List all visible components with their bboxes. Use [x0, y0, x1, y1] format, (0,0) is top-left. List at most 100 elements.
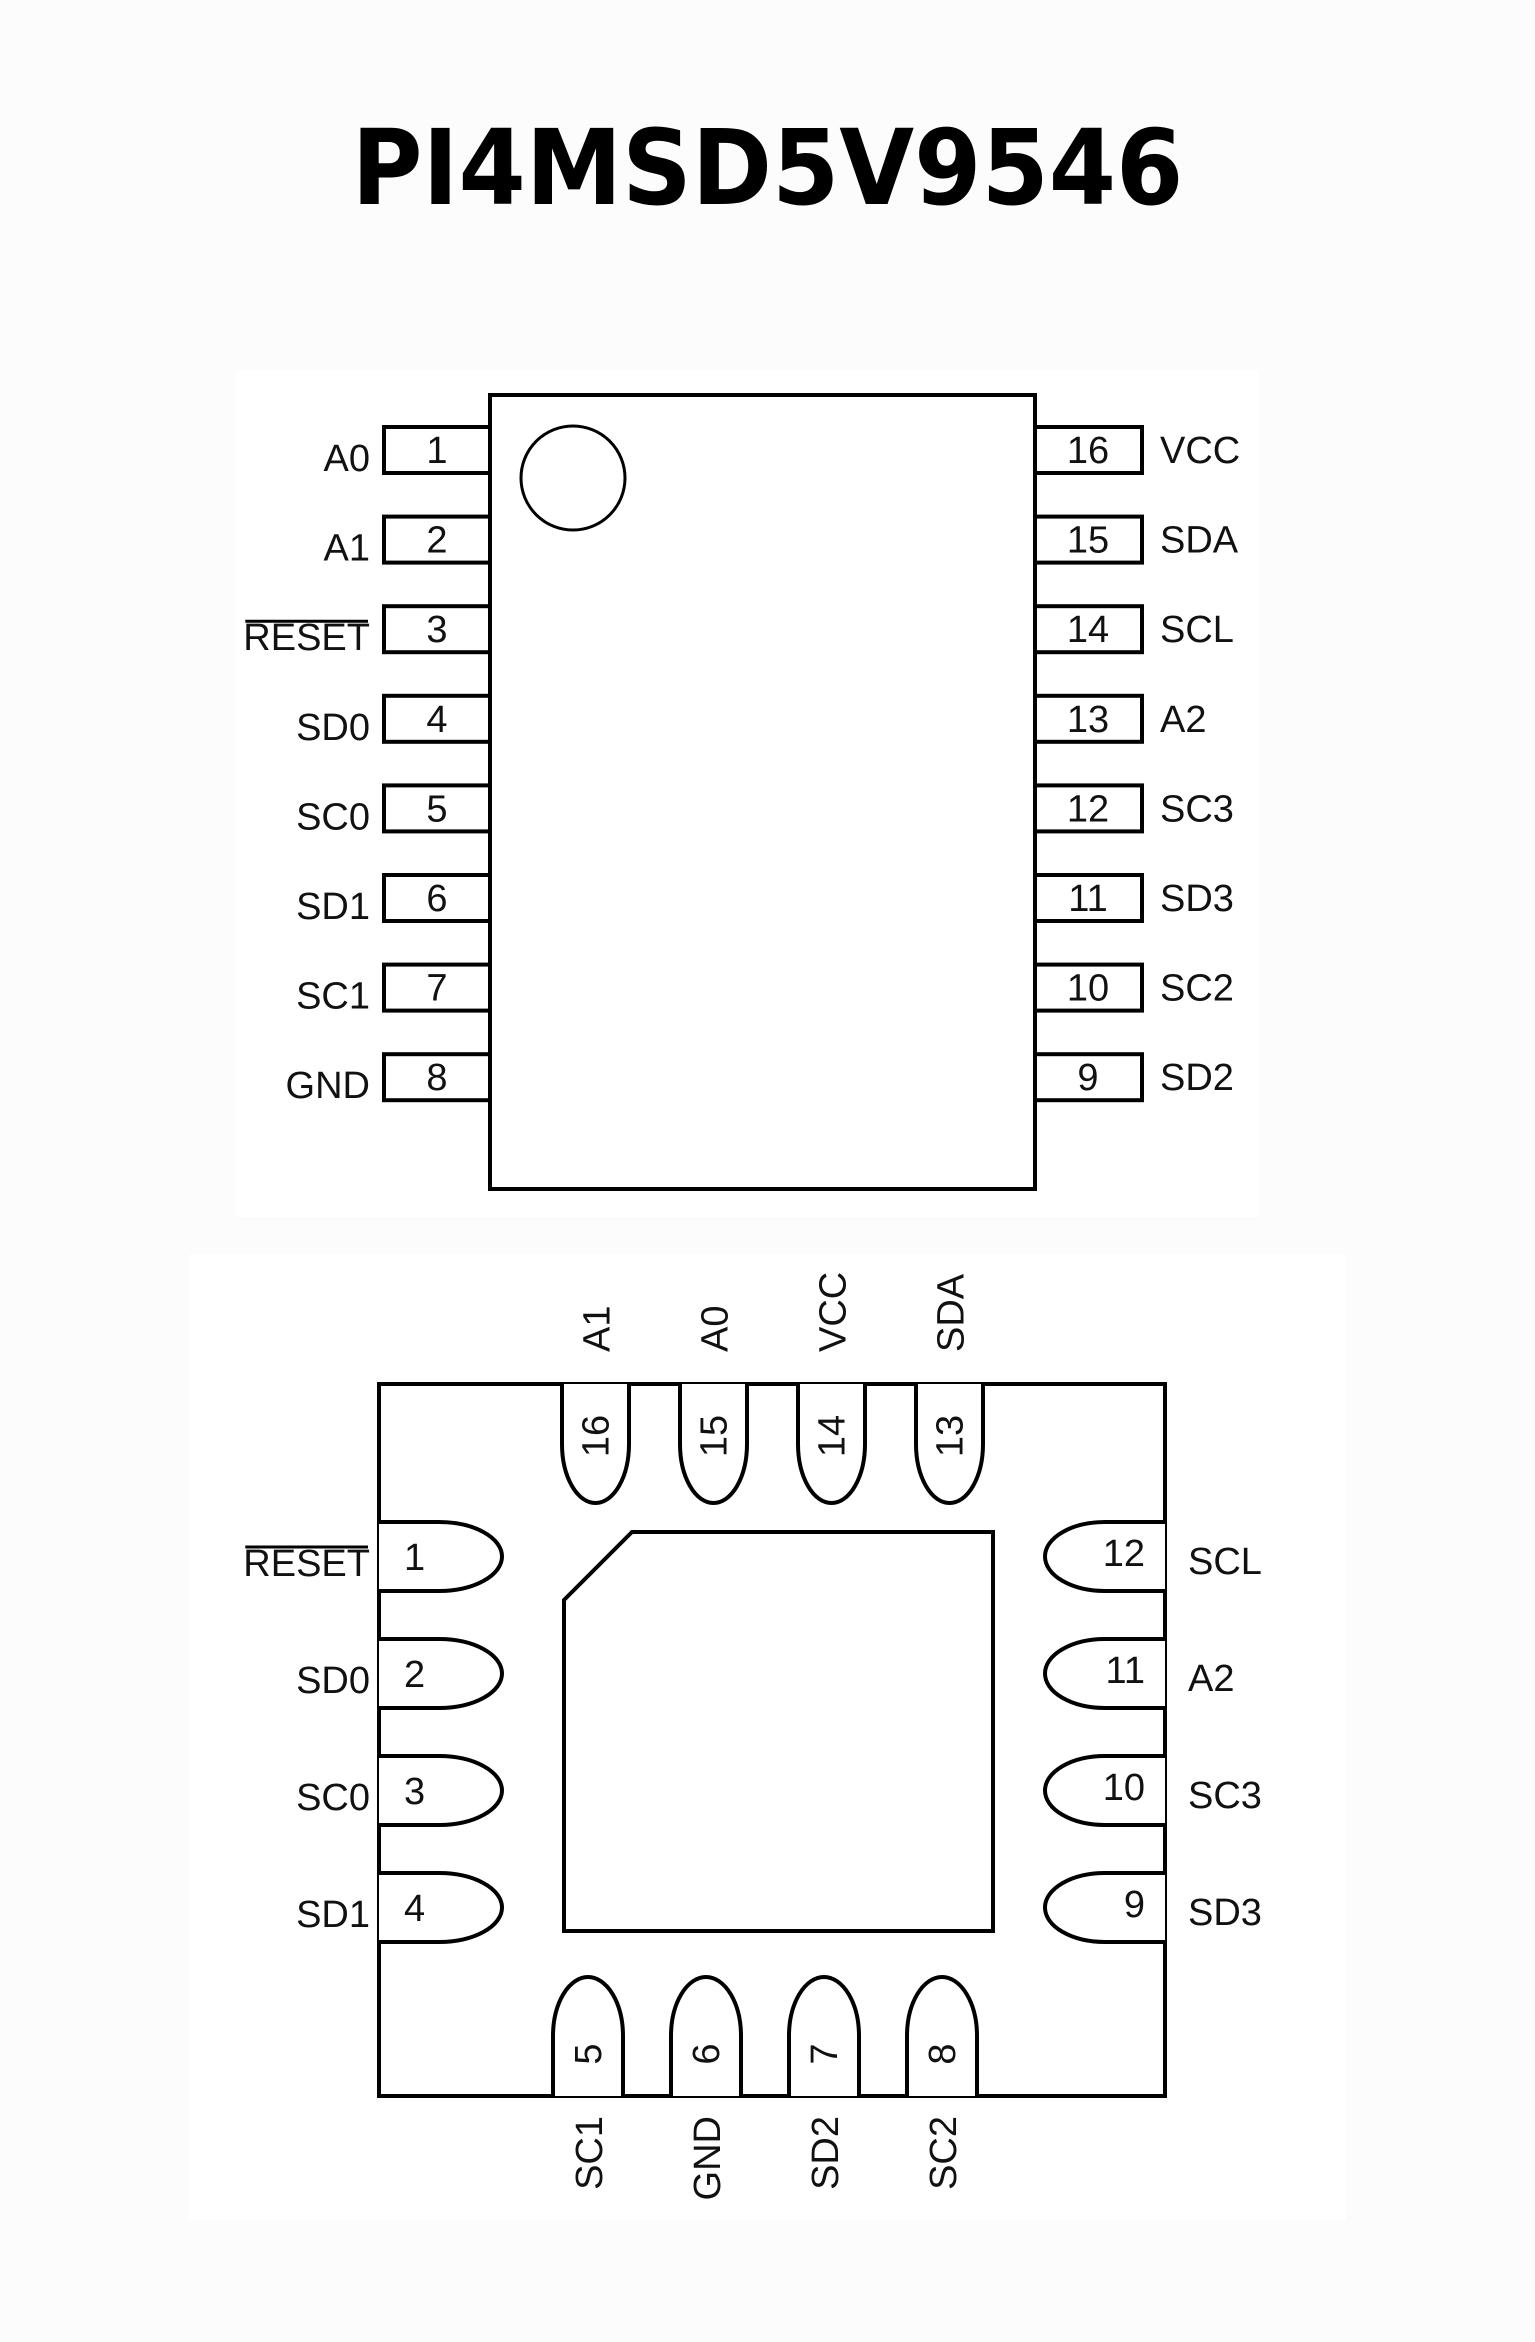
pin-label: SCL [1160, 609, 1234, 651]
qfn-pin: 3 SC0 [296, 1754, 504, 1827]
page-title: PI4MSD5V9546 [351, 107, 1184, 229]
pin-label: SC1 [296, 976, 370, 1018]
qfn-pin-lead [787, 1975, 861, 2096]
pin-label: SDA [1160, 520, 1239, 562]
pin-label: SC2 [923, 2116, 965, 2190]
tssop-pin-lead [382, 693, 492, 744]
qfn-pin-lead [1043, 1754, 1165, 1827]
pin-number: 13 [1067, 699, 1109, 741]
pin-label: GND [687, 2116, 729, 2200]
qfn-exposed-pad [562, 1530, 995, 1933]
pin-number: 6 [686, 2043, 728, 2064]
tssop-pin: 7 SC1 [296, 962, 492, 1018]
pin-label: A0 [695, 1306, 737, 1352]
qfn-pin-lead [379, 1871, 504, 1944]
pin-number: 9 [1077, 1057, 1098, 1099]
qfn-pin-lead [1043, 1871, 1165, 1944]
qfn-pin: 4 SD1 [296, 1871, 504, 1944]
qfn-pin-lead [560, 1384, 631, 1505]
pin-label: A0 [324, 438, 370, 480]
pin-label: SD3 [1160, 878, 1234, 920]
pin-number: 5 [568, 2043, 610, 2064]
pin-number: 2 [404, 1654, 425, 1696]
pin-label: SC3 [1160, 788, 1234, 830]
pin-number: 12 [1103, 1533, 1145, 1575]
pin-label: GND [286, 1065, 370, 1107]
tssop-pin-lead [382, 425, 492, 475]
pin-number: 5 [426, 788, 447, 830]
pin-number: 13 [930, 1415, 972, 1457]
pin-number: 4 [426, 699, 447, 741]
qfn-pin-lead [905, 1975, 979, 2096]
tssop-pin-lead [1033, 514, 1144, 565]
pin-number: 8 [922, 2043, 964, 2064]
pin-number: 16 [576, 1415, 618, 1457]
qfn-pin: 1 RESET [243, 1520, 504, 1593]
pin-label: SC0 [296, 796, 370, 838]
tssop-pin: 14 SCL [1033, 604, 1234, 655]
pin-label: SC1 [569, 2116, 611, 2190]
tssop-pin: 15 SDA [1033, 514, 1239, 565]
tssop-pin-lead [382, 962, 492, 1013]
pin-number: 16 [1067, 430, 1109, 472]
tssop-pin-lead [1033, 604, 1144, 655]
pin-label: A2 [1188, 1658, 1234, 1700]
qfn-pin-lead [379, 1520, 504, 1593]
pin-number: 14 [812, 1415, 854, 1457]
pin-label: SD2 [805, 2116, 847, 2190]
qfn-pin-lead [914, 1384, 985, 1505]
pin-number: 14 [1067, 609, 1109, 651]
pin-label: RESET [243, 617, 370, 659]
tssop-pin-lead [382, 1052, 492, 1103]
pin-number: 10 [1067, 968, 1109, 1010]
pin-number: 11 [1106, 1650, 1145, 1692]
pin-number: 4 [404, 1888, 425, 1930]
tssop-pin-lead [1033, 962, 1144, 1013]
qfn-pin: 12 SCL [1043, 1520, 1262, 1593]
qfn-pin-lead [1043, 1520, 1165, 1593]
pin-label: SD1 [296, 1894, 370, 1936]
pin-label: SCL [1188, 1541, 1262, 1583]
pin-number: 1 [404, 1537, 425, 1579]
pin-number: 7 [426, 968, 447, 1010]
tssop-pin: 2A1 [324, 514, 492, 570]
pin-number: 12 [1067, 788, 1109, 830]
tssop-pin-lead [382, 514, 492, 565]
pin-number: 8 [426, 1057, 447, 1099]
qfn-pin-lead [1043, 1637, 1165, 1710]
qfn-pin-lead [678, 1384, 749, 1505]
pin-number: 3 [404, 1771, 425, 1813]
tssop-pin-lead [1033, 693, 1144, 744]
qfn-pin-lead [379, 1637, 504, 1710]
qfn-pin: 11 A2 [1043, 1637, 1234, 1710]
qfn-pin-lead [551, 1975, 625, 2096]
pin-label: SD2 [1160, 1057, 1234, 1099]
qfn-pin-lead [379, 1754, 504, 1827]
tssop-pin-lead [1033, 873, 1144, 923]
tssop-pin-lead [1033, 425, 1144, 475]
pin-label: SD3 [1188, 1892, 1262, 1934]
pin-label: SC0 [296, 1777, 370, 1819]
pin-label: RESET [243, 1543, 370, 1585]
pin-label: A1 [324, 528, 370, 570]
pin-number: 15 [1067, 520, 1109, 562]
pin-label: A2 [1160, 699, 1206, 741]
pin-number: 10 [1103, 1767, 1145, 1809]
qfn-pin-lead [796, 1384, 867, 1505]
tssop-pin-lead [1033, 783, 1144, 834]
tssop-pin: 1A0 [324, 425, 492, 480]
tssop-pin-lead [382, 783, 492, 834]
